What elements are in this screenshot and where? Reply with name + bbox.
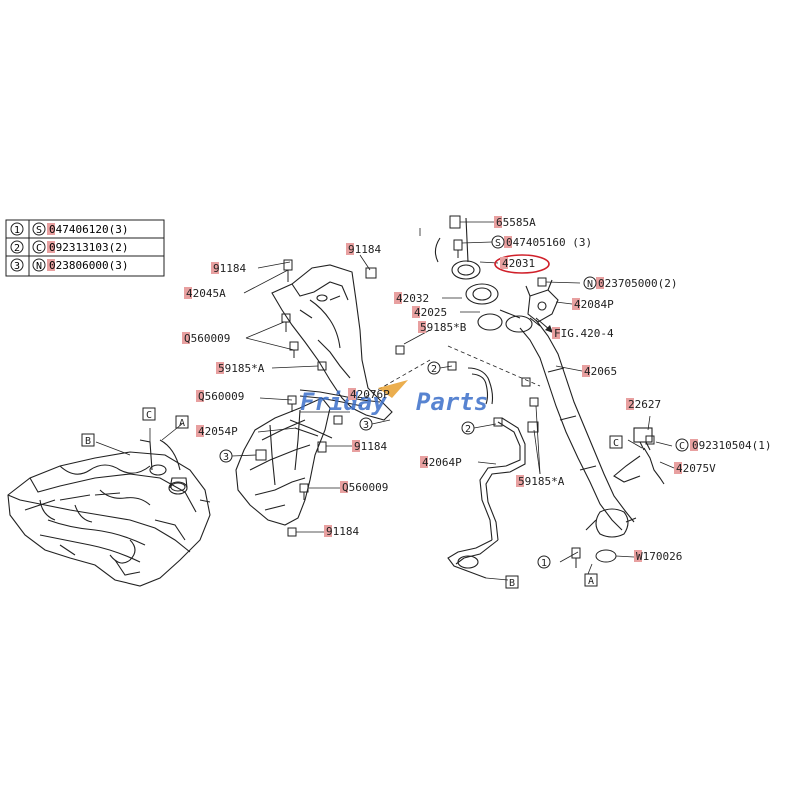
legend-part: 023806000(3) xyxy=(49,259,128,272)
breather-pipe-42076P xyxy=(289,389,381,439)
legend-row-2: 2 C 092313103(2) xyxy=(10,240,128,254)
callout-2-lower: 2 xyxy=(465,424,471,435)
callout-1: 1 xyxy=(541,558,547,569)
label-42032: 42032 xyxy=(396,292,429,305)
legend-prefix: C xyxy=(36,243,42,254)
watermark: Friday Parts xyxy=(300,380,488,416)
bracket-42084P xyxy=(525,279,559,323)
part-labels: 65585A 047405160 (3) 42031 023705000(2) … xyxy=(184,216,771,563)
callout-N: N xyxy=(587,279,593,290)
label-91184-left: 91184 xyxy=(213,262,246,275)
protector-42045A xyxy=(271,264,393,421)
label-047405160: 047405160 (3) xyxy=(506,236,592,249)
label-Q560009-c: Q560009 xyxy=(342,481,388,494)
tube-42064P xyxy=(447,367,526,579)
legend-part: 047406120(3) xyxy=(49,223,128,236)
label-42031: 42031 xyxy=(502,257,535,270)
leader-lines xyxy=(95,221,675,581)
legend-prefix: S xyxy=(36,225,42,236)
legend-row-3: 3 N 023806000(3) xyxy=(10,258,128,272)
label-59185A-b: 59185*A xyxy=(518,475,565,488)
label-42025: 42025 xyxy=(414,306,447,319)
label-fig-420-4: FIG.420-4 xyxy=(554,327,614,340)
label-42075V: 42075V xyxy=(676,462,716,475)
label-Q560009-b: Q560009 xyxy=(198,390,244,403)
hose-42075V xyxy=(613,427,665,485)
legend-row-1: 1 S 047406120(3) xyxy=(10,222,128,236)
callout-3-lower: 3 xyxy=(223,452,229,463)
legend-part: 092313103(2) xyxy=(49,241,128,254)
label-22627: 22627 xyxy=(628,398,661,411)
ref-box-C-right: C xyxy=(613,438,619,449)
label-023705000: 023705000(2) xyxy=(598,277,677,290)
legend-table xyxy=(5,219,165,277)
fuel-tank xyxy=(7,439,211,587)
label-59185A-a: 59185*A xyxy=(218,362,265,375)
label-91184-bottom: 91184 xyxy=(326,525,359,538)
label-markers xyxy=(182,216,698,562)
boxed-refs: C A B C A B xyxy=(81,407,623,589)
callout-C: C xyxy=(679,441,685,452)
label-Q560009-a: Q560009 xyxy=(184,332,230,345)
callout-S: S xyxy=(495,238,501,249)
label-42065: 42065 xyxy=(584,365,617,378)
label-59185B: 59185*B xyxy=(420,321,467,334)
ref-box-A-left: A xyxy=(179,418,185,429)
ref-box-B-right: B xyxy=(509,578,515,589)
watermark-friday: Friday xyxy=(300,388,387,416)
highlight-42031 xyxy=(494,254,550,274)
circle-callouts: S N C 2 2 3 3 1 xyxy=(219,235,689,569)
label-092310504: 092310504(1) xyxy=(692,439,771,452)
protector-42054P xyxy=(235,397,331,526)
label-42054P: 42054P xyxy=(198,425,238,438)
label-65585A: 65585A xyxy=(496,216,536,229)
label-42045A: 42045A xyxy=(186,287,226,300)
fasteners xyxy=(170,215,655,568)
callout-3-upper: 3 xyxy=(363,420,369,431)
legend-num: 2 xyxy=(14,243,20,254)
callout-2-upper: 2 xyxy=(431,364,437,375)
legend-num: 1 xyxy=(14,225,20,236)
filler-neck-42031 xyxy=(434,217,541,331)
ref-box-B-left: B xyxy=(85,436,91,447)
fig-arrow xyxy=(535,317,553,333)
label-42064P: 42064P xyxy=(422,456,462,469)
label-91184-mid: 91184 xyxy=(354,440,387,453)
label-91184-top: 91184 xyxy=(348,243,381,256)
ref-box-A-right: A xyxy=(588,576,594,587)
filler-pipe-42065 xyxy=(505,315,637,538)
label-42084P: 42084P xyxy=(574,298,614,311)
ref-box-C-left: C xyxy=(146,410,152,421)
label-42076P: 42076P xyxy=(350,388,390,401)
label-W170026: W170026 xyxy=(636,550,682,563)
watermark-parts: Parts xyxy=(416,388,488,416)
legend-prefix: N xyxy=(36,261,42,272)
legend-num: 3 xyxy=(14,261,20,272)
